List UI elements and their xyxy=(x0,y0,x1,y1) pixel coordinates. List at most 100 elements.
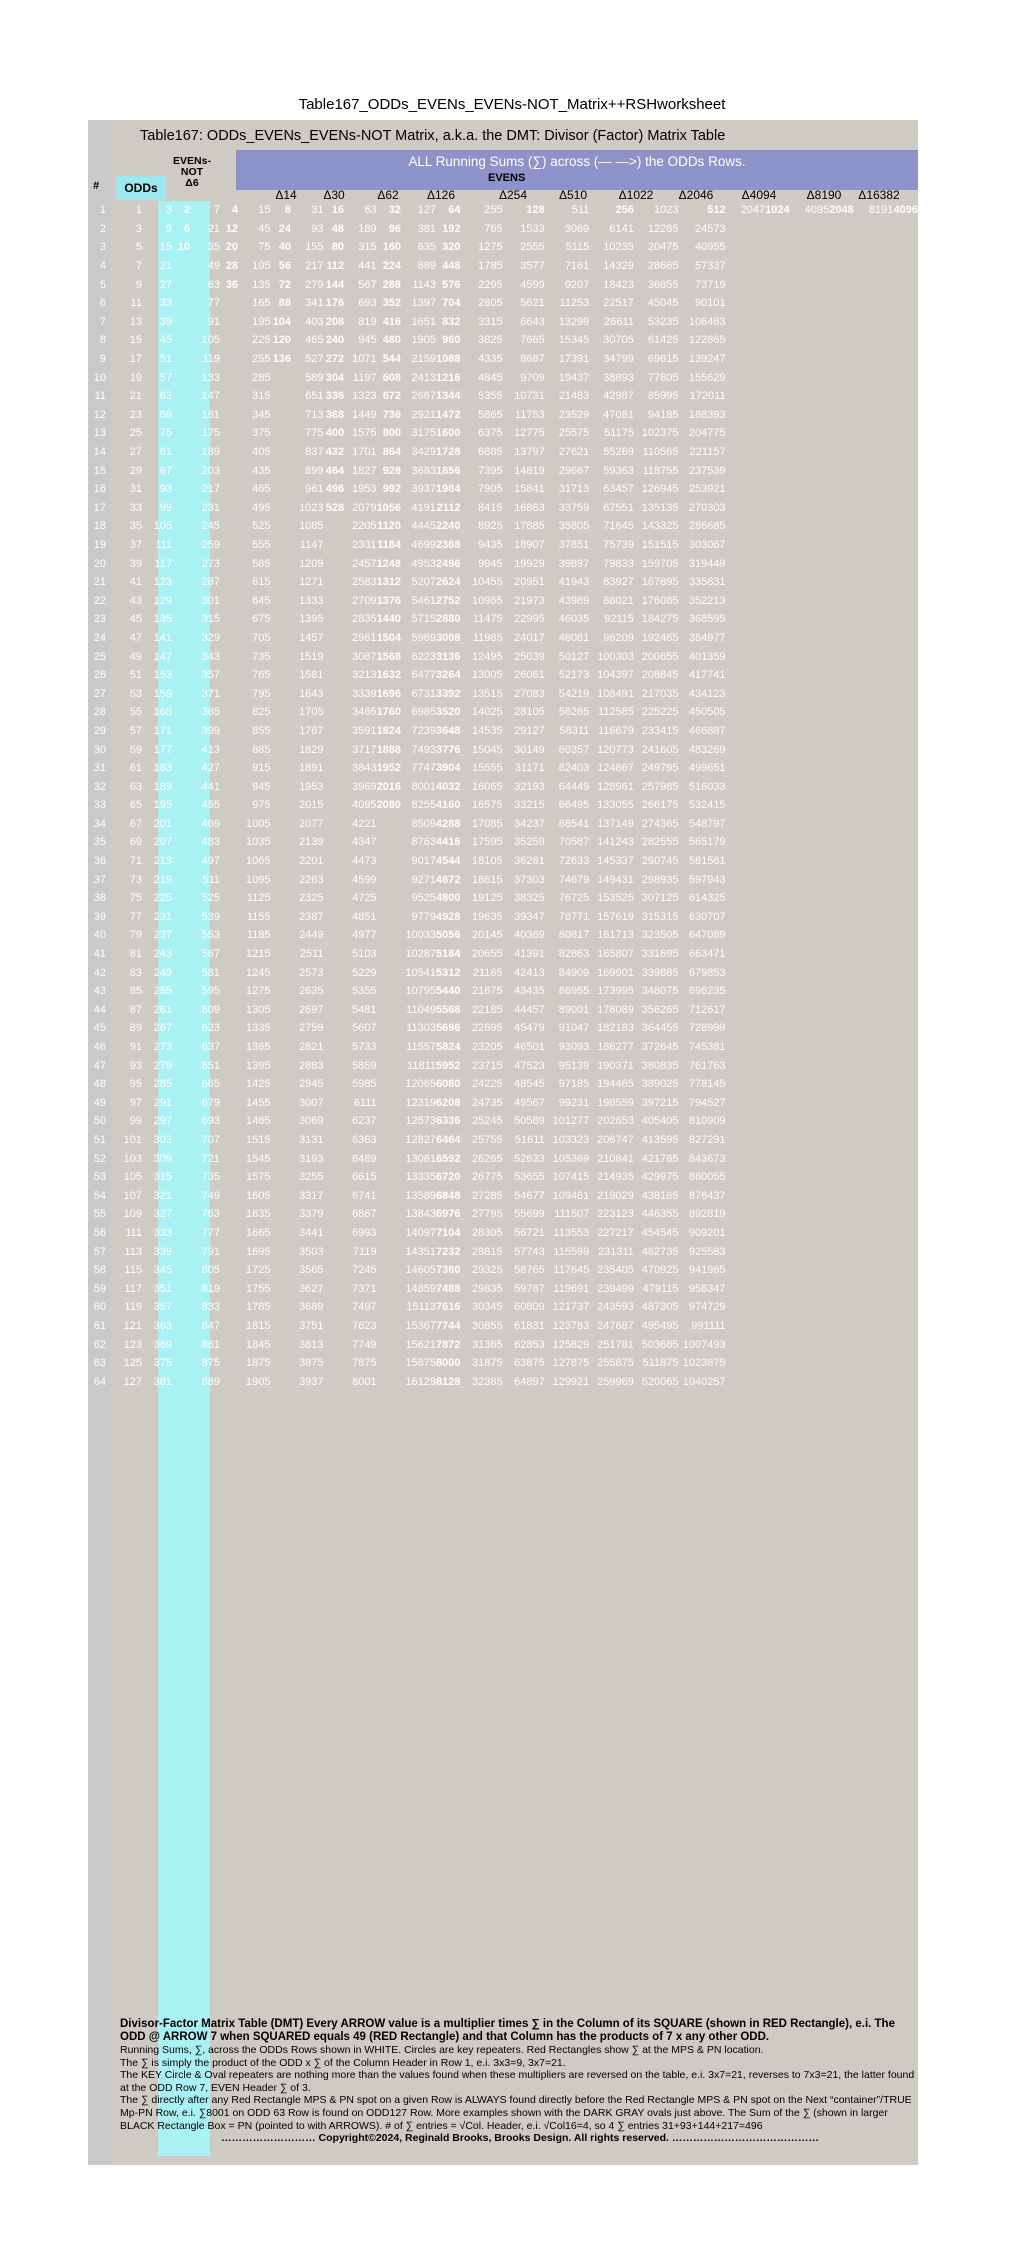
running-sum-cell: 1397 xyxy=(411,297,437,310)
running-sum-cell: 297 xyxy=(153,1115,172,1128)
even-value: 136 xyxy=(272,353,292,366)
even-value xyxy=(271,870,292,889)
running-sum-cell: 315 xyxy=(201,613,220,626)
running-sum-cell: 323505 xyxy=(641,929,679,942)
odd-value: 119 xyxy=(124,1301,142,1314)
running-sum-cell: 5859 xyxy=(352,1059,377,1072)
row-number: 14 xyxy=(93,446,107,459)
running-sum-cell: 53655 xyxy=(514,1171,545,1184)
running-sum-cell: 3315 xyxy=(478,315,503,328)
running-sum-cell: 22995 xyxy=(514,613,545,626)
running-sum-cell: 319449 xyxy=(688,557,726,570)
running-sum-cell: 5607 xyxy=(352,1022,377,1035)
even-value: 512 xyxy=(707,204,726,217)
running-sum-cell: 945 xyxy=(252,780,271,793)
running-sum-cell: 6731 xyxy=(411,687,437,700)
even-value xyxy=(220,759,238,778)
running-sum-cell: 16863 xyxy=(514,501,545,514)
even-value xyxy=(220,1019,238,1038)
even-value xyxy=(220,294,238,313)
running-sum-cell: 18615 xyxy=(472,873,503,886)
even-value xyxy=(377,815,401,834)
even-value xyxy=(377,1038,401,1057)
running-sum-cell: 301 xyxy=(201,594,220,607)
running-sum-cell: 189 xyxy=(153,780,172,793)
running-sum-cell: 589 xyxy=(305,371,324,384)
running-sum-cell: 63 xyxy=(159,390,172,403)
running-sum-cell: 12285 xyxy=(647,222,679,235)
running-sum-cell: 35 xyxy=(207,241,220,254)
running-sum-cell: 25039 xyxy=(514,650,545,663)
running-sum-cell: 2635 xyxy=(299,985,324,998)
running-sum-cell: 3429 xyxy=(411,446,437,459)
running-sum-cell: 46035 xyxy=(558,613,590,626)
running-sum-cell: 2921 xyxy=(411,408,437,421)
running-sum-cell: 705 xyxy=(252,631,271,644)
running-sum-cell: 217 xyxy=(305,260,324,273)
running-sum-cell: 61425 xyxy=(647,334,679,347)
even-value xyxy=(324,517,345,536)
running-sum-cell: 5985 xyxy=(352,1078,377,1091)
even-value: 4 xyxy=(231,204,239,217)
even-value xyxy=(324,554,345,573)
row-number: 24 xyxy=(93,631,107,644)
even-value xyxy=(271,1001,292,1020)
running-sum-cell: 6985 xyxy=(411,706,437,719)
row-number: 64 xyxy=(93,1375,107,1388)
running-sum-cell: 455 xyxy=(201,799,220,812)
running-sum-cell: 44457 xyxy=(514,1003,545,1016)
odd-value: 111 xyxy=(125,1226,142,1239)
running-sum-cell: 21675 xyxy=(472,985,503,998)
running-sum-cell: 290745 xyxy=(641,855,679,868)
running-sum-cell: 70587 xyxy=(558,836,590,849)
running-sum-cell: 118755 xyxy=(642,464,679,477)
running-sum-cell: 5229 xyxy=(352,966,377,979)
header-hash: # xyxy=(93,180,100,192)
even-value: 1472 xyxy=(436,408,461,421)
running-sum-cell: 126945 xyxy=(641,483,679,496)
running-sum-cell: 315315 xyxy=(641,910,679,923)
running-sum-cell: 1953 xyxy=(299,780,324,793)
even-value xyxy=(271,629,292,648)
running-sum-cell: 651 xyxy=(305,390,324,403)
running-sum-cell: 497 xyxy=(201,855,220,868)
even-value xyxy=(220,908,238,927)
running-sum-cell: 63457 xyxy=(603,483,634,496)
running-sum-cell: 127 xyxy=(417,204,437,217)
even-value xyxy=(324,1019,345,1038)
row-number: 4 xyxy=(99,260,107,273)
even-value: 2752 xyxy=(436,594,461,607)
even-value xyxy=(271,1075,292,1094)
running-sum-cell: 5461 xyxy=(411,594,437,607)
even-value xyxy=(377,870,401,889)
even-value xyxy=(172,982,190,1001)
running-sum-cell: 341 xyxy=(305,297,324,310)
sheet-title: Table167: ODDs_EVENs_EVENs-NOT Matrix, a… xyxy=(140,128,726,144)
running-sum-cell: 1007493 xyxy=(682,1338,726,1351)
running-sum-cell: 1071 xyxy=(352,353,377,366)
even-value xyxy=(220,629,238,648)
even-value xyxy=(220,982,238,1001)
running-sum-cell: 147 xyxy=(201,390,220,403)
running-sum-cell: 233415 xyxy=(641,724,679,737)
running-sum-cell: 1425 xyxy=(246,1078,271,1091)
running-sum-cell: 343 xyxy=(201,650,220,663)
even-value xyxy=(220,1354,238,1373)
even-value: 32 xyxy=(388,204,402,217)
running-sum-cell: 83927 xyxy=(603,576,634,589)
even-value xyxy=(220,1094,238,1113)
running-sum-cell: 2835 xyxy=(352,613,377,626)
running-sum-cell: 6223 xyxy=(411,650,437,663)
even-value xyxy=(271,815,292,834)
even-value: 40 xyxy=(278,241,292,254)
running-sum-cell: 745381 xyxy=(688,1041,726,1054)
running-sum-cell: 75 xyxy=(258,241,271,254)
running-sum-cell: 159 xyxy=(153,687,172,700)
running-sum-cell: 1457 xyxy=(299,631,324,644)
running-sum-cell: 3131 xyxy=(299,1133,324,1146)
running-sum-cell: 89001 xyxy=(558,1003,590,1016)
even-value xyxy=(172,647,190,666)
